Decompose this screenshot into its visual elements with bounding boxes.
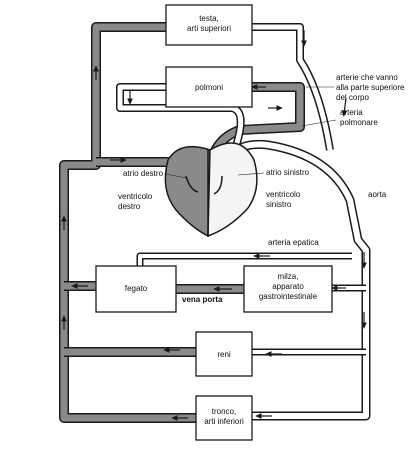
right-ventricle-label-line1: ventricolo xyxy=(118,192,153,201)
kidneys-box: reni xyxy=(195,331,253,377)
spleen-label-line1: milza, xyxy=(278,272,299,281)
trunk-box: tronco, arti inferiori xyxy=(195,395,253,441)
aorta-label: aorta xyxy=(368,190,387,199)
lungs-label: polmoni xyxy=(195,83,223,92)
upper-arteries-label-line2: alla parte superiore xyxy=(336,83,405,92)
spleen-label-line3: gastrointestinale xyxy=(259,292,318,301)
spleen-box: milza, apparato gastrointestinale xyxy=(243,265,333,313)
organ-boxes: testa, arti superiori polmoni fegato mil… xyxy=(95,4,333,441)
liver-box: fegato xyxy=(95,265,177,313)
right-ventricle-label-line2: destro xyxy=(118,202,141,211)
head-label-line2: arti superiori xyxy=(187,24,231,33)
left-atrium-label: atrio sinistro xyxy=(266,168,310,177)
upper-arteries-label-line3: del corpo xyxy=(336,93,369,102)
right-atrium-label: atrio destro xyxy=(123,169,164,178)
liver-label: fegato xyxy=(125,284,148,293)
heart-left-side xyxy=(207,142,258,238)
kidneys-label: reni xyxy=(217,350,231,359)
upper-arteries-label-line1: arterie che vanno xyxy=(336,73,398,82)
diagram-labels: arterie che vanno alla parte superiore d… xyxy=(118,73,405,304)
flow-arrows xyxy=(61,30,367,421)
pulmonary-artery-label-line1: arteria xyxy=(340,108,363,117)
lungs-box: polmoni xyxy=(165,66,253,108)
heart-right-side xyxy=(164,145,211,238)
hepatic-artery-label: arteria epatica xyxy=(268,238,319,247)
head-label-line1: testa, xyxy=(199,14,219,23)
pulmonary-artery-label-line2: polmonare xyxy=(340,118,378,127)
heart xyxy=(164,142,258,238)
left-ventricle-label-line2: sinistro xyxy=(266,200,292,209)
trunk-label-line2: arti inferiori xyxy=(204,417,244,426)
left-ventricle-label-line1: ventricolo xyxy=(266,190,301,199)
spleen-label-line2: apparato xyxy=(272,282,304,291)
portal-vein-label: vena porta xyxy=(182,295,223,304)
head-box: testa, arti superiori xyxy=(165,4,253,46)
trunk-label-line1: tronco, xyxy=(212,407,236,416)
